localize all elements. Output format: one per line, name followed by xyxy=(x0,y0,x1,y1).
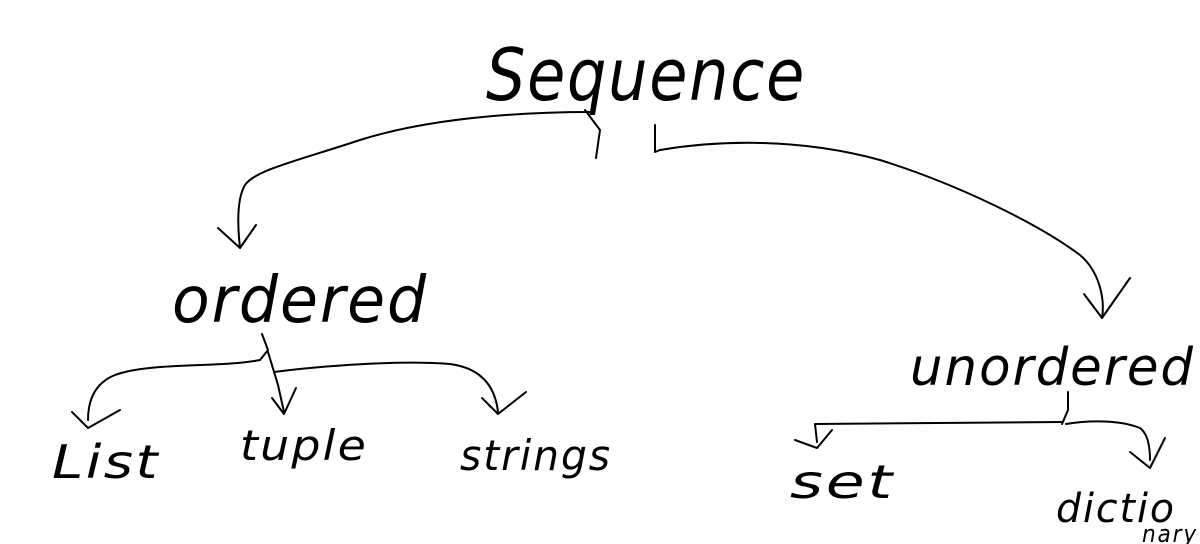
root-stem-left xyxy=(584,109,601,159)
edge-sequence-ordered xyxy=(237,111,591,249)
arrowhead-strings xyxy=(481,391,527,415)
node-list: List xyxy=(52,435,160,489)
node-set: set xyxy=(790,455,895,509)
arrowhead-ordered xyxy=(217,224,257,249)
unordered-branch-stem xyxy=(1061,391,1069,425)
edge-ordered-tuple xyxy=(267,351,285,413)
ordered-branch-stem xyxy=(259,333,269,361)
arrowhead-tuple xyxy=(271,387,297,415)
node-sequence: Sequence xyxy=(486,33,806,117)
node-strings: strings xyxy=(460,431,612,480)
node-unordered: unordered xyxy=(910,338,1195,398)
edge-ordered-list xyxy=(87,359,261,421)
edge-sequence-unordered xyxy=(659,141,1104,319)
edge-unordered-set xyxy=(814,421,1063,443)
edge-ordered-strings xyxy=(273,361,499,413)
arrowhead-dictionary xyxy=(1129,437,1166,469)
node-dictionary-line1: dictio xyxy=(1056,486,1176,532)
node-dictionary-line2: nary xyxy=(1142,520,1198,544)
arrowhead-set xyxy=(794,429,833,449)
root-stem-right xyxy=(654,124,661,153)
edge-unordered-dictionary xyxy=(1065,420,1151,461)
node-tuple: tuple xyxy=(240,421,368,470)
arrowhead-list xyxy=(71,409,121,429)
arrowhead-unordered xyxy=(1083,277,1131,319)
node-ordered: ordered xyxy=(172,264,428,338)
